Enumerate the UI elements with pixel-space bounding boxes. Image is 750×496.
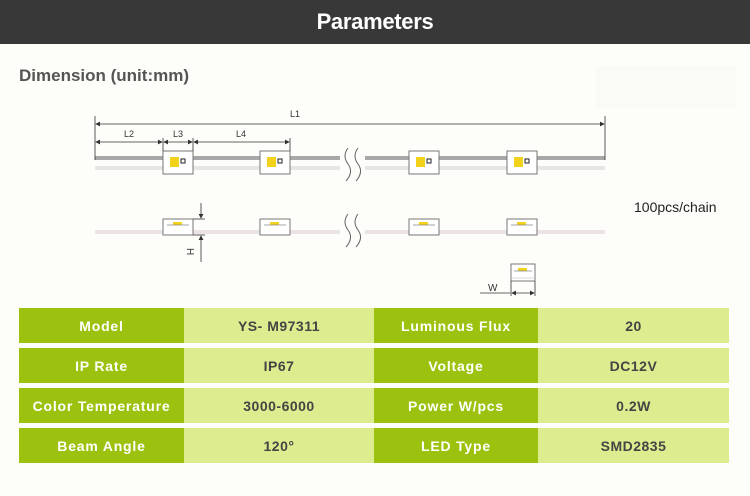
spec-value: 20 — [538, 308, 729, 343]
h-dimension-line — [193, 203, 205, 262]
faint-watermark-box — [596, 66, 736, 108]
w-dimension-line — [480, 281, 536, 296]
led-module — [506, 150, 538, 175]
l3-label: L3 — [173, 129, 183, 139]
page-header: Parameters — [0, 0, 750, 44]
top-view-strip — [95, 147, 605, 182]
led-side-module — [506, 218, 538, 236]
spec-value: DC12V — [538, 348, 729, 383]
led-side-module — [162, 218, 194, 236]
spec-value: 3000-6000 — [184, 388, 374, 423]
led-module — [259, 150, 291, 175]
spec-value: YS- M97311 — [184, 308, 374, 343]
led-module — [162, 150, 194, 175]
break-mark — [344, 213, 352, 248]
dimension-lines — [94, 116, 606, 160]
spec-value: IP67 — [184, 348, 374, 383]
spec-value: 120° — [184, 428, 374, 463]
spec-row: IP Rate IP67 Voltage DC12V — [19, 348, 729, 383]
spec-label: Power W/pcs — [374, 388, 538, 423]
spec-row: Model YS- M97311 Luminous Flux 20 — [19, 308, 729, 343]
led-side-module — [259, 218, 291, 236]
page-title: Parameters — [316, 9, 434, 34]
break-mark — [344, 147, 352, 182]
l2-label: L2 — [124, 129, 134, 139]
spec-value: SMD2835 — [538, 428, 729, 463]
chain-note: 100pcs/chain — [634, 199, 717, 215]
w-label: W — [488, 283, 498, 294]
spec-label: Luminous Flux — [374, 308, 538, 343]
spec-value: 0.2W — [538, 388, 729, 423]
led-side-module — [408, 218, 440, 236]
l4-label: L4 — [236, 129, 246, 139]
h-label: H — [184, 248, 195, 255]
spec-label: Color Temperature — [19, 388, 184, 423]
spec-row: Beam Angle 120° LED Type SMD2835 — [19, 428, 729, 463]
spec-label: Voltage — [374, 348, 538, 383]
break-mark — [354, 147, 362, 182]
l1-label: L1 — [290, 109, 300, 119]
led-module — [408, 150, 440, 175]
spec-label: Model — [19, 308, 184, 343]
spec-label: Beam Angle — [19, 428, 184, 463]
dimension-heading: Dimension (unit:mm) — [19, 66, 189, 85]
spec-row: Color Temperature 3000-6000 Power W/pcs … — [19, 388, 729, 423]
spec-label: IP Rate — [19, 348, 184, 383]
side-view-strip: H W — [95, 203, 605, 296]
break-mark — [354, 213, 362, 248]
spec-table: Model YS- M97311 Luminous Flux 20 IP Rat… — [19, 308, 729, 468]
dimension-diagram: L1 L2 L3 L4 H — [94, 109, 606, 296]
spec-label: LED Type — [374, 428, 538, 463]
end-view-module — [510, 263, 536, 282]
